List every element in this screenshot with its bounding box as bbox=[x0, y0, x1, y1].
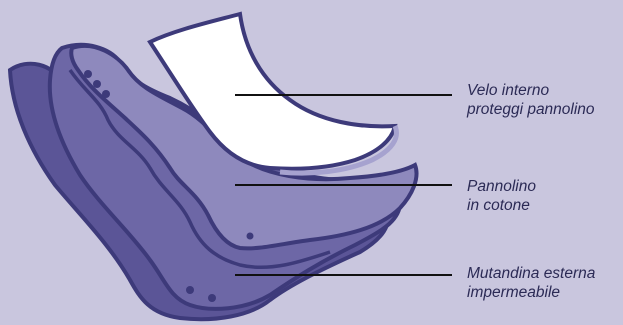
label-line: Mutandina esterna bbox=[467, 264, 595, 283]
snap-dot bbox=[102, 90, 110, 98]
label-line: proteggi pannolino bbox=[467, 100, 595, 119]
snap-dot bbox=[208, 294, 216, 302]
label-cotton-diaper: Pannolino in cotone bbox=[467, 177, 536, 215]
label-line: in cotone bbox=[467, 196, 536, 215]
snap-dot bbox=[84, 70, 92, 78]
label-outer-pant: Mutandina esterna impermeabile bbox=[467, 264, 595, 302]
snap-dot bbox=[186, 286, 194, 294]
label-line: Velo interno bbox=[467, 81, 595, 100]
label-line: Pannolino bbox=[467, 177, 536, 196]
label-inner-liner: Velo interno proteggi pannolino bbox=[467, 81, 595, 119]
snap-dot bbox=[93, 80, 101, 88]
snap-dot bbox=[247, 233, 254, 240]
label-line: impermeabile bbox=[467, 283, 595, 302]
